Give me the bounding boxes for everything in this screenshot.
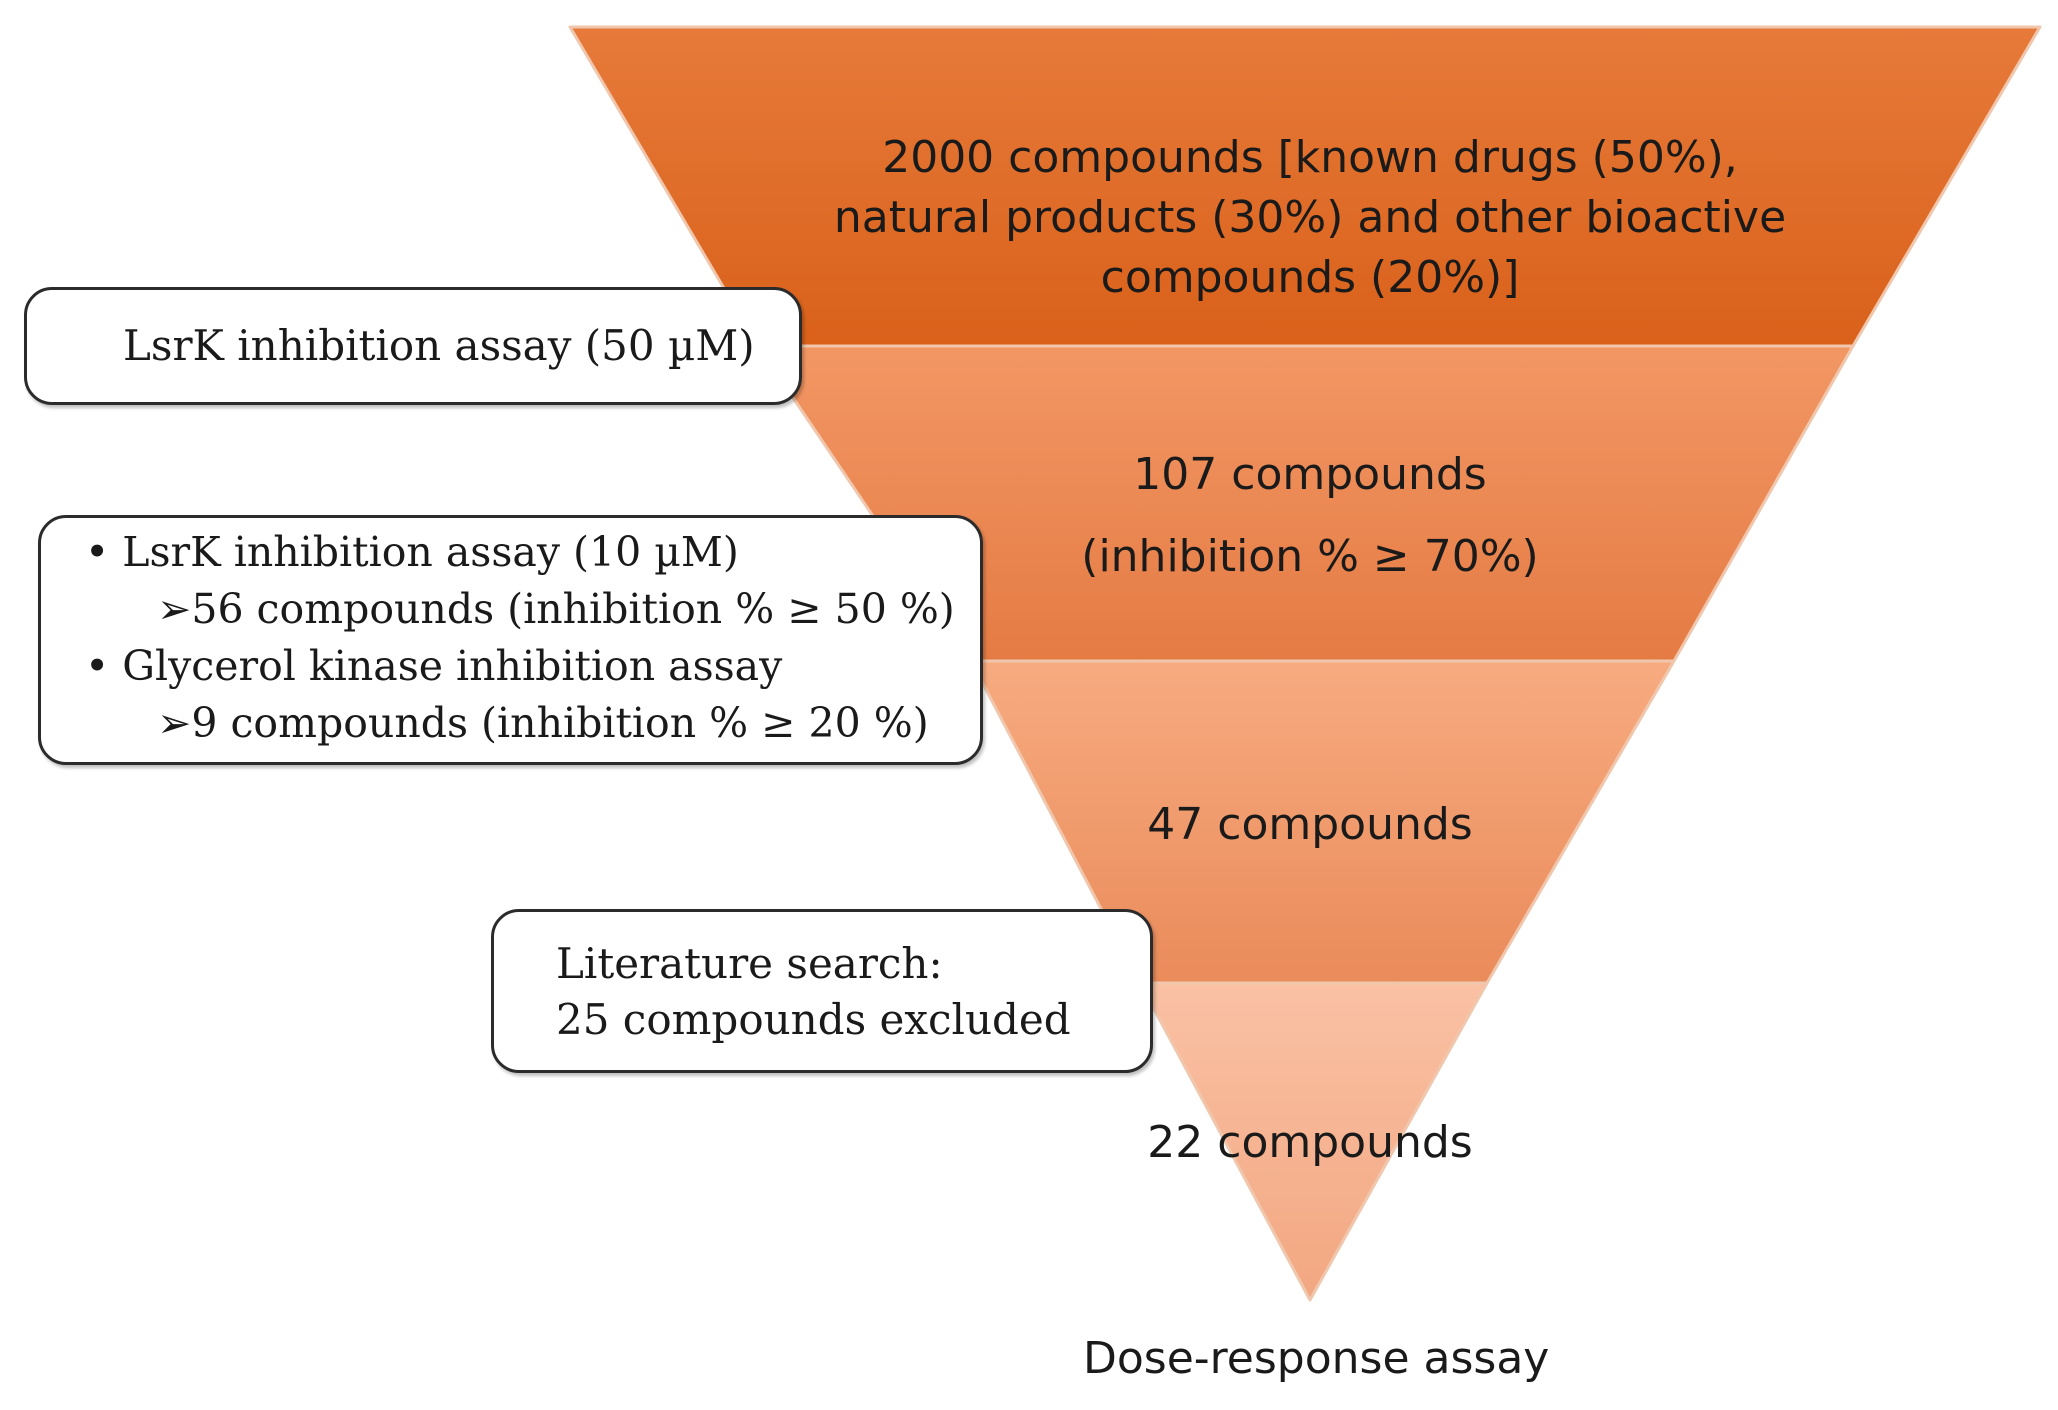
layer-2-line-2: (inhibition % ≥ 70%) (1081, 531, 1539, 582)
funnel-layer-4 (1138, 981, 1489, 1302)
lsrk-assay-10um-bullet: • LsrK inhibition assay (10 µM) (85, 528, 739, 576)
funnel-layer-4-label: 22 compounds (1060, 1113, 1560, 1173)
literature-search-excluded: 25 compounds excluded (556, 995, 1071, 1044)
funnel-layer-2-label: 107 compounds (inhibition % ≥ 70%) (1010, 434, 1610, 598)
layer-4-line-1: 22 compounds (1147, 1117, 1473, 1168)
funnel-layer-1-label: 2000 compounds [known drugs (50%), natur… (760, 128, 1860, 308)
layer-1-line-3: compounds (20%)] (1100, 252, 1520, 303)
glycerol-kinase-result: ➢9 compounds (inhibition % ≥ 20 %) (157, 699, 929, 747)
lsrk-10um-result: ➢56 compounds (inhibition % ≥ 50 %) (157, 585, 955, 633)
literature-search-box: Literature search: 25 compounds excluded (491, 909, 1153, 1073)
lsrk-assay-50um-label: LsrK inhibition assay (50 µM) (123, 321, 755, 370)
glycerol-kinase-bullet: • Glycerol kinase inhibition assay (85, 642, 783, 690)
layer-1-line-2: natural products (30%) and other bioacti… (833, 192, 1787, 243)
layer-3-line-1: 47 compounds (1147, 799, 1473, 850)
lsrk-assay-50um-box: LsrK inhibition assay (50 µM) (24, 287, 802, 405)
layer-1-line-1: 2000 compounds [known drugs (50%), (882, 132, 1738, 183)
literature-search-title: Literature search: (556, 939, 943, 988)
layer-2-line-1: 107 compounds (1133, 449, 1487, 500)
secondary-assays-box: • LsrK inhibition assay (10 µM) ➢56 comp… (38, 515, 983, 765)
dose-response-assay-label: Dose-response assay (1083, 1333, 1550, 1384)
funnel-layer-3-label: 47 compounds (1060, 795, 1560, 855)
